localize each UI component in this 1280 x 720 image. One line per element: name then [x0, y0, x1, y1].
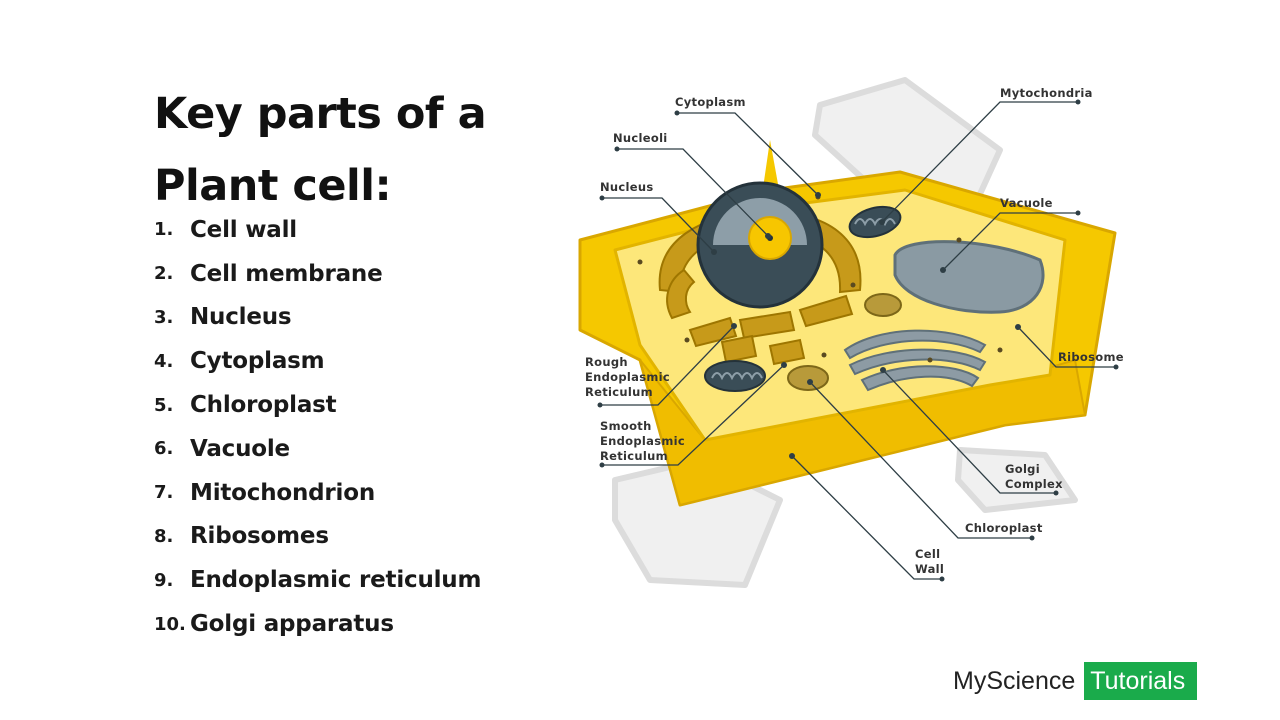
item-number: 10.	[154, 613, 186, 635]
item-label: Nucleus	[190, 304, 292, 331]
leader-endpoints	[597, 99, 1119, 582]
list-item: 2. Cell membrane	[154, 252, 481, 296]
list-item: 6. Vacuole	[154, 427, 481, 471]
nucleus	[696, 181, 824, 309]
list-item: 9. Endoplasmic reticulum	[154, 558, 481, 602]
plant-cell-diagram: Cytoplasm Nucleoli Nucleus Rough Endopla…	[578, 77, 1124, 588]
vacuole	[893, 240, 1045, 314]
item-label: Endoplasmic reticulum	[190, 567, 482, 594]
label-smooth-er-line-2: Endoplasmic	[600, 434, 685, 448]
chloroplast	[864, 293, 902, 317]
item-number: 2.	[154, 263, 174, 285]
list-item: 3. Nucleus	[154, 296, 481, 340]
chloroplast	[787, 365, 829, 391]
label-rough-er-line-1: Rough	[585, 355, 628, 369]
list-item: 7. Mitochondrion	[154, 471, 481, 515]
label-cytoplasm: Cytoplasm	[675, 95, 746, 109]
item-number: 6.	[154, 438, 174, 460]
item-number: 8.	[154, 525, 174, 547]
item-label: Golgi apparatus	[190, 611, 394, 638]
label-nucleoli: Nucleoli	[613, 131, 668, 145]
label-rough-er-line-2: Endoplasmic	[585, 370, 670, 384]
item-label: Vacuole	[190, 435, 290, 462]
label-vacuole: Vacuole	[1000, 196, 1053, 210]
leader-lines	[600, 101, 1116, 580]
title-line-2: Plant cell:	[154, 161, 392, 211]
label-chloroplast: Chloroplast	[965, 521, 1043, 535]
label-cell-wall-line-2: Wall	[915, 562, 944, 576]
vacuole-body	[893, 240, 1045, 314]
label-ribosome: Ribosome	[1058, 350, 1124, 364]
label-rough-er-line-3: Reticulum	[585, 385, 653, 399]
mitochondria	[704, 205, 902, 392]
item-number: 1.	[154, 219, 174, 241]
parts-list: 1. Cell wall 2. Cell membrane 3. Nucleus 4.…	[154, 208, 481, 646]
brand-logo: MyScience Tutorials	[953, 662, 1198, 700]
label-mitochondria: Mytochondria	[1000, 86, 1093, 100]
title-line-1: Key parts of a	[154, 89, 487, 139]
label-smooth-er-line-1: Smooth	[600, 419, 652, 433]
list-item: 10.Golgi apparatus	[154, 602, 481, 646]
mitochondrion	[704, 360, 766, 392]
golgi-complex	[843, 329, 987, 392]
item-label: Ribosomes	[190, 523, 329, 550]
label-nucleus: Nucleus	[600, 180, 654, 194]
background-cell-bottom-right	[955, 447, 1078, 513]
item-number: 5.	[154, 394, 174, 416]
item-label: Cytoplasm	[190, 348, 325, 375]
brand-badge: Tutorials	[1084, 662, 1198, 700]
item-label: Mitochondrion	[190, 479, 376, 506]
diagram-labels: Cytoplasm Nucleoli Nucleus Rough Endopla…	[585, 86, 1124, 576]
item-label: Chloroplast	[190, 392, 337, 419]
label-golgi-line-1: Golgi	[1005, 462, 1040, 476]
item-label: Cell membrane	[190, 260, 383, 287]
item-label: Cell wall	[190, 216, 297, 243]
label-golgi-line-2: Complex	[1005, 477, 1063, 491]
cell-wall-spike	[762, 140, 780, 195]
list-item: 1. Cell wall	[154, 208, 481, 252]
item-number: 9.	[154, 569, 174, 591]
brand-name: MyScience	[953, 666, 1076, 695]
list-item: 8. Ribosomes	[154, 515, 481, 559]
list-item: 5. Chloroplast	[154, 383, 481, 427]
item-number: 4.	[154, 350, 174, 372]
item-number: 3.	[154, 306, 174, 328]
list-item: 4. Cytoplasm	[154, 339, 481, 383]
item-number: 7.	[154, 482, 174, 504]
label-cell-wall-line-1: Cell	[915, 547, 940, 561]
slide-title: Key parts of a Plant cell:	[154, 78, 487, 222]
chloroplasts	[787, 293, 902, 391]
label-smooth-er-line-3: Reticulum	[600, 449, 668, 463]
